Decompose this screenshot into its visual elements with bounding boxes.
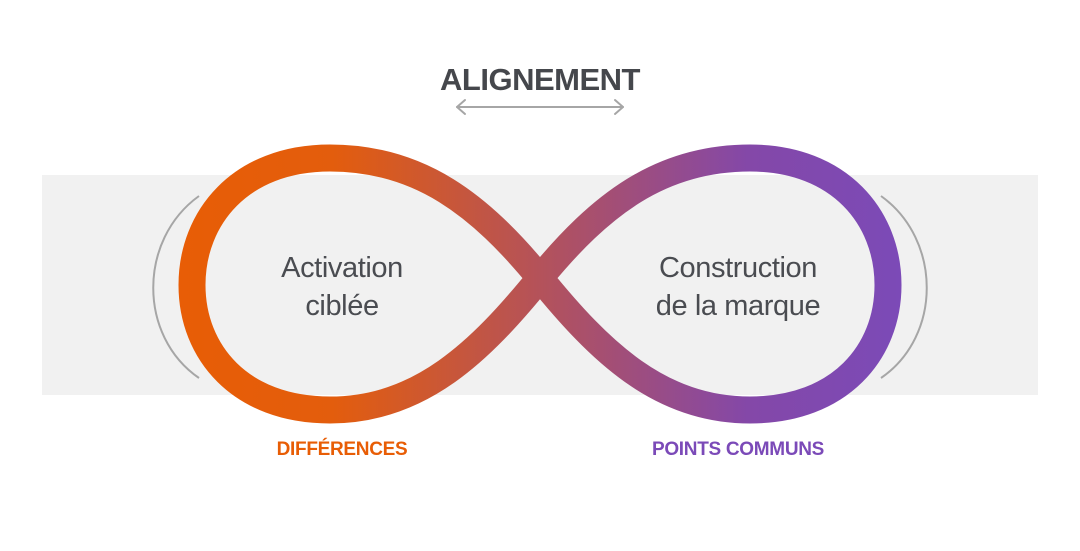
- double-headed-arrow-icon: [456, 99, 624, 115]
- left-loop-label: Activation ciblée: [222, 249, 462, 325]
- right-arc-bracket-icon: [880, 195, 928, 379]
- left-loop-line-2: ciblée: [305, 290, 379, 322]
- left-arc-bracket-icon: [152, 195, 200, 379]
- diagram-title: ALIGNEMENT: [440, 62, 640, 97]
- common-points-caption: POINTS COMMUNS: [651, 439, 825, 460]
- right-loop-line-1: Construction: [659, 252, 817, 284]
- infinity-loop-icon: [178, 144, 902, 424]
- right-loop-line-2: de la marque: [655, 290, 821, 322]
- left-loop-line-1: Activation: [281, 252, 403, 284]
- differences-caption: DIFFÉRENCES: [276, 439, 408, 460]
- right-loop-label: Construction de la marque: [618, 249, 858, 325]
